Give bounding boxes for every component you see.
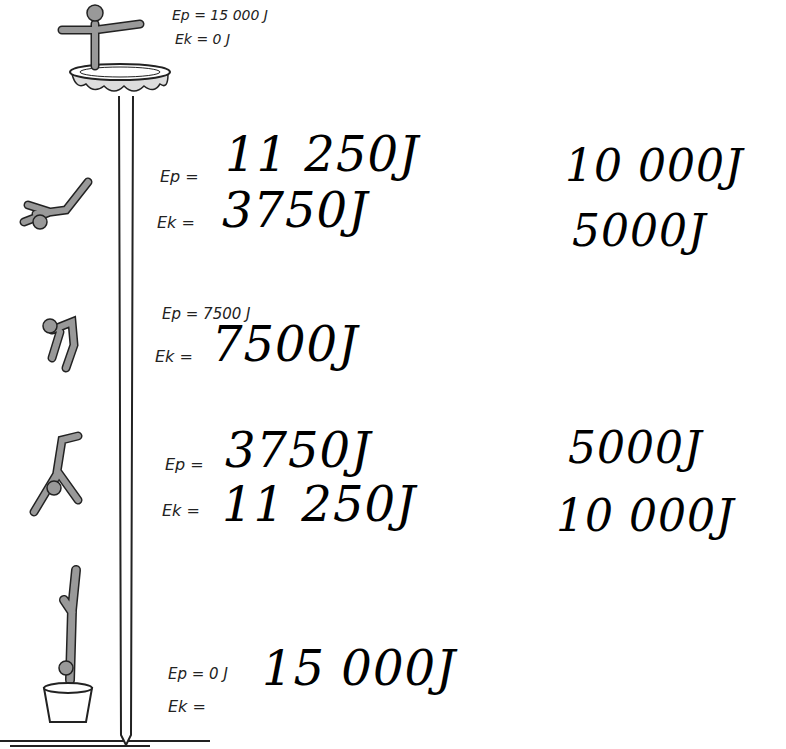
energy-label: Ep = 15 000 J [172, 8, 268, 23]
handwritten-answer: 10 000J [556, 492, 735, 540]
handwritten-answer: 15 000J [262, 642, 456, 695]
diver-falling [34, 436, 78, 512]
diver-diving [24, 182, 88, 229]
handwritten-answer: 11 250J [225, 128, 419, 181]
handwritten-answer: 5000J [568, 424, 703, 472]
energy-label: Ep = 0 J [168, 666, 228, 683]
platform [70, 64, 170, 91]
energy-label: Ek = [168, 698, 206, 716]
handwritten-answer: 10 000J [565, 142, 744, 190]
diver-standing [62, 5, 140, 66]
energy-label: Ep = [160, 168, 199, 186]
bucket [44, 683, 92, 722]
energy-label: Ek = 0 J [175, 32, 230, 47]
handwritten-answer: 11 250J [222, 478, 416, 531]
energy-label: Ek = [157, 214, 195, 232]
energy-label: Ek = [162, 502, 200, 520]
pole [119, 96, 133, 745]
handwritten-answer: 7500J [212, 318, 358, 371]
energy-label: Ek = [155, 348, 193, 366]
diver-tucked [43, 319, 74, 368]
handwritten-answer: 3750J [225, 424, 371, 477]
ground-line [0, 741, 210, 746]
handwritten-answer: 5000J [572, 207, 707, 255]
diver-in-bucket [59, 570, 76, 680]
energy-label: Ep = [165, 456, 204, 474]
handwritten-answer: 3750J [222, 184, 368, 237]
